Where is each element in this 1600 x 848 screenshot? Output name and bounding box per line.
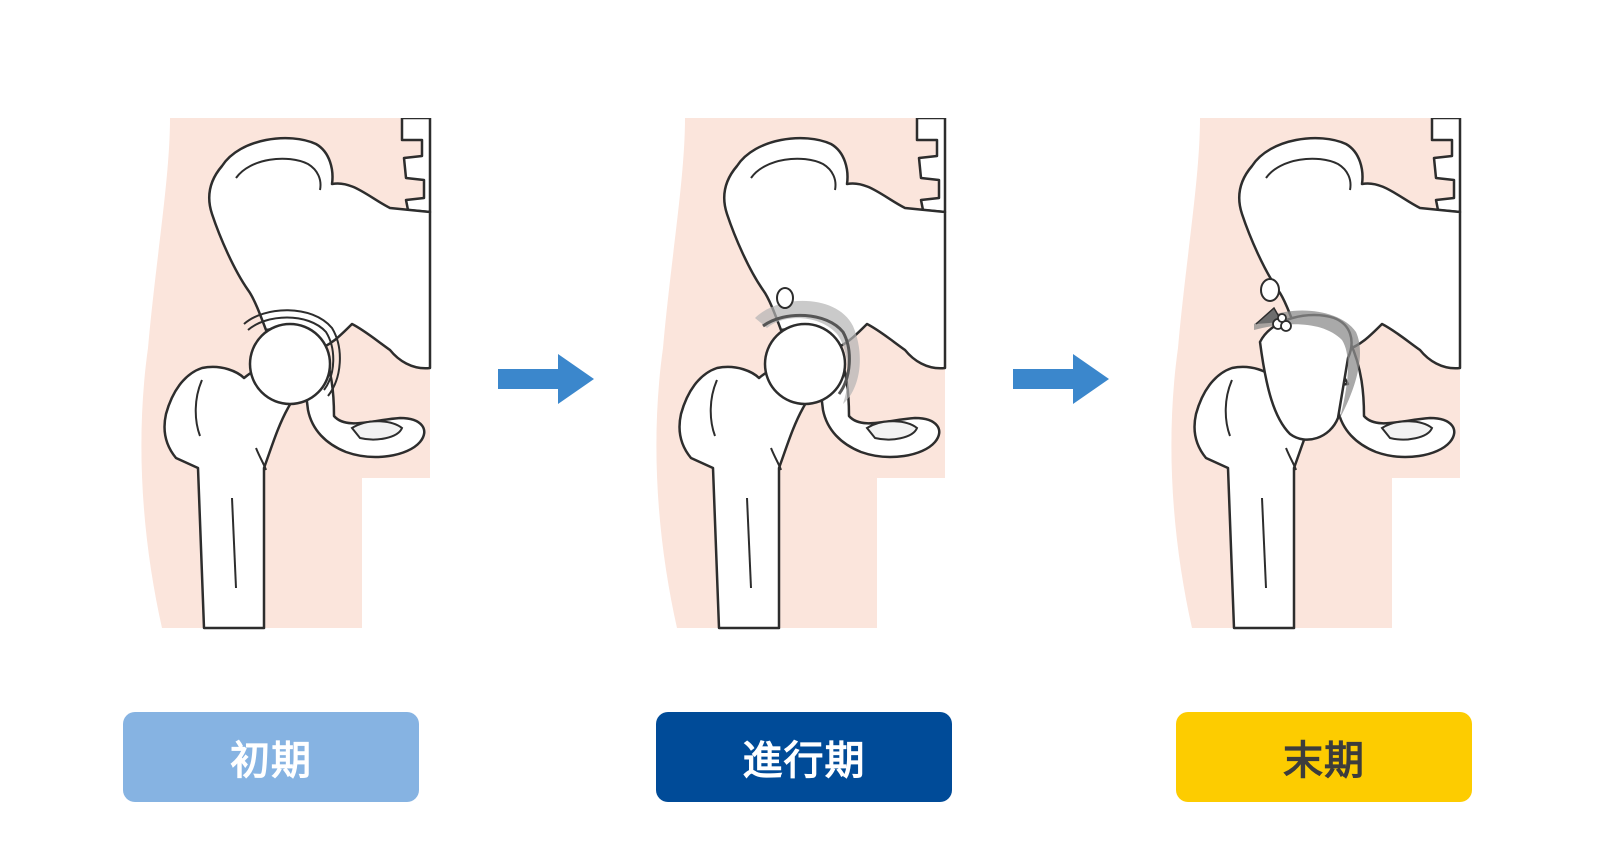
right-arrow-icon <box>1013 354 1109 404</box>
hip-joint-early-illustration <box>140 118 440 638</box>
right-arrow-icon <box>498 354 594 404</box>
stage-label-early: 初期 <box>123 712 419 802</box>
hip-joint-progressive-illustration <box>655 118 955 638</box>
hip-joint-end-stage-illustration <box>1170 118 1470 638</box>
stage-label-progressive: 進行期 <box>656 712 952 802</box>
stage-label-end: 末期 <box>1176 712 1472 802</box>
